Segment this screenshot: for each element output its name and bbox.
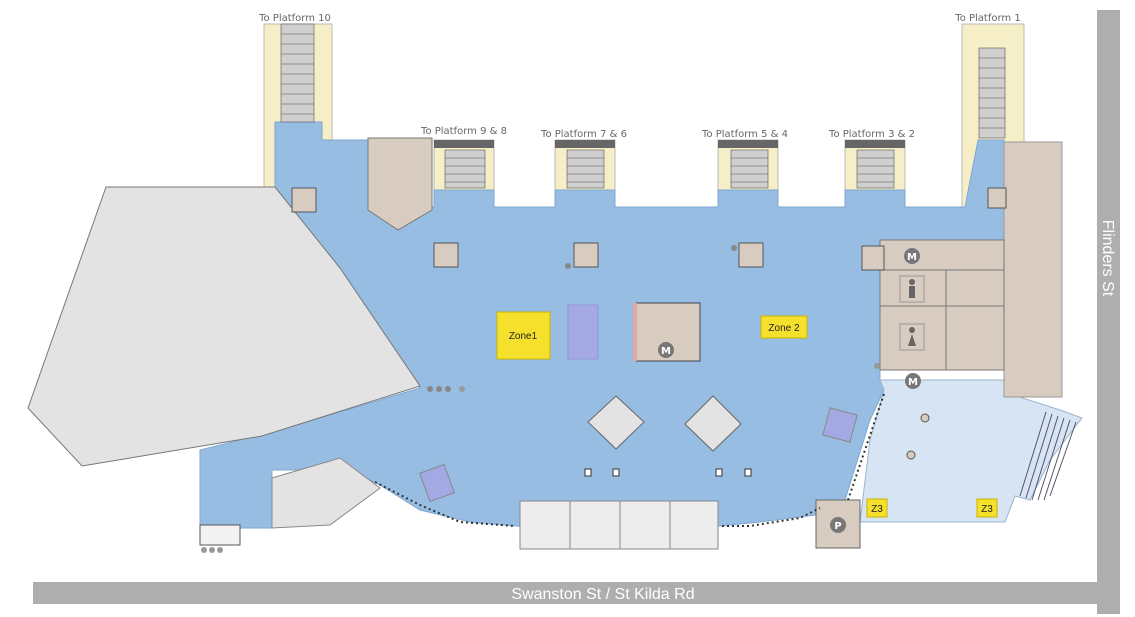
- platform-5-4-bar: [718, 140, 778, 148]
- left-office: [367, 137, 433, 231]
- ticket-area: [567, 304, 599, 360]
- pillar-1: [920, 413, 930, 423]
- platform-9-8-bar: [434, 140, 494, 148]
- kiosk-diamond-left: [587, 395, 645, 450]
- ticket-barriers: [374, 393, 885, 527]
- escalator-platform-3-2: [856, 149, 895, 189]
- seating-east: [822, 407, 858, 443]
- retail-4: [669, 500, 719, 550]
- circle-markers: [201, 547, 223, 553]
- metro-icon-kiosk: [658, 342, 674, 358]
- ticket-machines: [584, 468, 752, 477]
- zone2-label: Zone 2: [768, 323, 800, 334]
- swanston-street: [33, 582, 1120, 604]
- metro-icon-lower-label: M: [908, 377, 918, 388]
- east-annex: [859, 379, 1083, 523]
- lift-icon-3: [573, 242, 599, 268]
- z3-left-label: Z3: [871, 504, 883, 515]
- escalators: [280, 23, 1006, 189]
- zone1-label: Zone1: [509, 331, 538, 342]
- escalator-platform-5-4: [730, 149, 769, 189]
- lift-icon-1: [291, 187, 317, 213]
- retail-3: [619, 500, 671, 550]
- kiosk-diamond-right: [684, 395, 742, 452]
- retail-1: [519, 500, 571, 550]
- metro-icon-lower: [905, 373, 921, 389]
- southwest-stairs: [199, 524, 241, 546]
- escalator-platform-1: [978, 47, 1006, 139]
- metro-icon-upper: [904, 248, 920, 264]
- escalator-platform-7-6: [566, 149, 605, 189]
- z3-right-label: Z3: [981, 504, 993, 515]
- escalator-platform-10: [280, 23, 315, 123]
- lift-icons: [291, 187, 1007, 271]
- flinders-street-label: Flinders St: [1099, 220, 1116, 297]
- east-building: [1003, 141, 1063, 398]
- z3-left-box: [866, 498, 888, 518]
- platform-3-2-bar: [845, 140, 905, 148]
- lift-icon-6: [987, 187, 1007, 209]
- zone2-box: [760, 315, 808, 339]
- kiosk-accent: [633, 303, 637, 361]
- platform-7-6-bar: [555, 140, 615, 148]
- platform-10-label: To Platform 10: [258, 13, 331, 24]
- metro-icon-upper-label: M: [907, 252, 917, 263]
- parking-icon: [830, 517, 846, 533]
- seating-west: [419, 463, 455, 503]
- lift-icon-5: [861, 245, 885, 271]
- swanston-street-label: Swanston St / St Kilda Rd: [511, 586, 694, 603]
- platform-3-2-label: To Platform 3 & 2: [828, 129, 915, 140]
- escalator-platform-9-8: [444, 149, 486, 189]
- platform-9-8-label: To Platform 9 & 8: [420, 126, 507, 137]
- west-building: [27, 186, 421, 467]
- coin-icons: [459, 363, 880, 392]
- flinders-street: [1097, 10, 1120, 614]
- z3-right-box: [976, 498, 998, 518]
- restroom-block: [879, 239, 1005, 371]
- platform-1-label: To Platform 1: [954, 13, 1020, 24]
- platform-5-4-label: To Platform 5 & 4: [701, 129, 788, 140]
- metro-icon-kiosk-label: M: [661, 346, 671, 357]
- metro-icons: [658, 248, 921, 389]
- vending-icons: [427, 245, 737, 392]
- east-stairs: [1019, 411, 1077, 501]
- platform-7-6-label: To Platform 7 & 6: [540, 129, 627, 140]
- south-west-building: [271, 457, 381, 529]
- retail-2: [569, 500, 621, 550]
- lift-icon-2: [433, 242, 459, 268]
- parking-icon-label: P: [834, 521, 841, 532]
- pillar-2: [906, 450, 916, 460]
- lift-icon-4: [738, 242, 764, 268]
- zone1-box: [496, 311, 551, 360]
